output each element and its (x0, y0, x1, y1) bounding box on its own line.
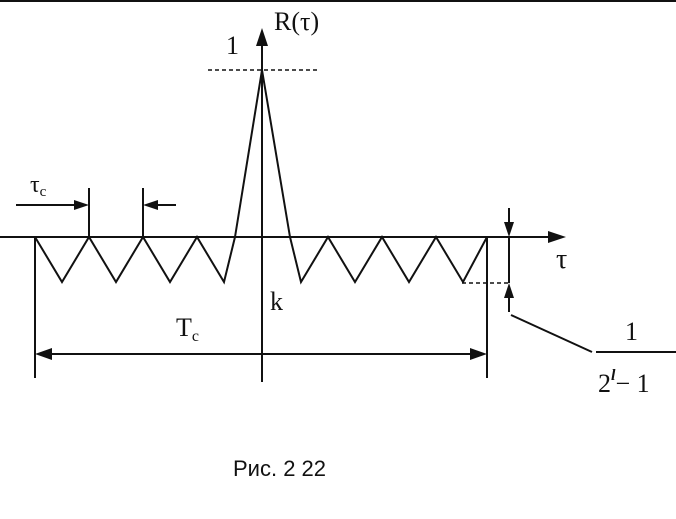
chip-arrow-left-head (74, 200, 89, 210)
period-arrow-right-head (470, 348, 487, 360)
level-leader-line (510, 314, 593, 353)
axis-y-label: R(τ) (274, 7, 319, 36)
sidelobes-left (34, 235, 236, 285)
figure-caption: Рис. 2 22 (233, 456, 326, 481)
peak-label: 1 (226, 31, 239, 60)
period-arrow-left-head (35, 348, 52, 360)
chip-label: τc (30, 172, 47, 200)
central-peak (234, 69, 291, 238)
sidelobes-right (289, 235, 488, 285)
horizontal-axis-arrow (548, 231, 566, 243)
center-label: k (270, 287, 283, 316)
chip-arrow-right-head (143, 200, 158, 210)
axis-x-label: τ (556, 244, 567, 275)
level-upper-head (504, 222, 514, 237)
vertical-axis-arrow (256, 28, 268, 46)
period-label: Tc (176, 313, 199, 345)
level-numerator: 1 (625, 317, 638, 346)
level-denominator: 2l− 1 (598, 367, 650, 398)
level-lower-head (504, 283, 514, 298)
